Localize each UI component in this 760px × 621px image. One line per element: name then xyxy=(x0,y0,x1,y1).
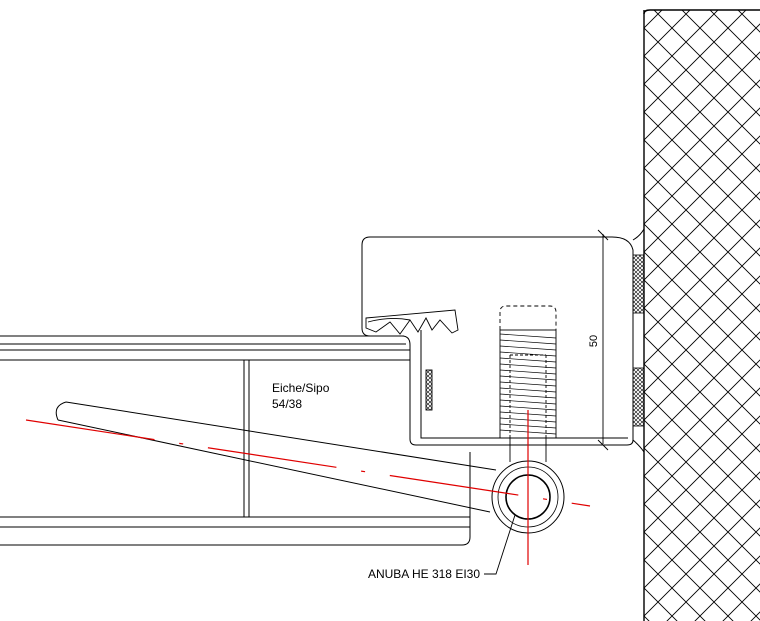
frame-outline xyxy=(361,236,634,446)
bolt-core-dashed xyxy=(509,354,547,438)
door-leaf xyxy=(0,335,471,546)
hinge-axis-line xyxy=(25,419,591,507)
wall-hatch xyxy=(644,10,760,621)
material-name-label: Eiche/Sipo xyxy=(272,381,330,395)
wall-seal-lower xyxy=(632,367,645,427)
seal-outline xyxy=(365,309,459,335)
bolt-neck xyxy=(509,438,547,462)
frame-wall-curve-low xyxy=(632,439,645,453)
wall-seal-upper xyxy=(632,254,645,314)
centerlines xyxy=(25,410,591,565)
bolt-cap xyxy=(499,305,557,330)
wall xyxy=(643,9,760,621)
frame-rebate-inner xyxy=(420,330,628,439)
seal-lip xyxy=(367,317,411,323)
frame-profile xyxy=(361,228,645,453)
hinge-arm xyxy=(55,401,497,513)
hinge-callout-label: ANUBA HE 318 EI30 xyxy=(368,567,480,581)
seal-strip-vertical xyxy=(425,369,433,411)
hinge-arm-outline xyxy=(55,401,497,513)
frame-wall-curve xyxy=(632,228,645,241)
frieze-divider xyxy=(243,360,250,517)
dimension-tick-bottom xyxy=(597,439,609,451)
hinge-leader-line xyxy=(484,514,516,575)
dimension-text: 50 xyxy=(588,335,600,347)
door-seal xyxy=(365,309,459,411)
wall-seals xyxy=(632,254,645,427)
wall-top-corner xyxy=(643,9,760,15)
material-dims-label: 54/38 xyxy=(272,397,302,411)
dimension-tick-top xyxy=(597,229,609,241)
dimension-50 xyxy=(597,229,609,451)
leaf-bottom-3 xyxy=(0,452,471,546)
